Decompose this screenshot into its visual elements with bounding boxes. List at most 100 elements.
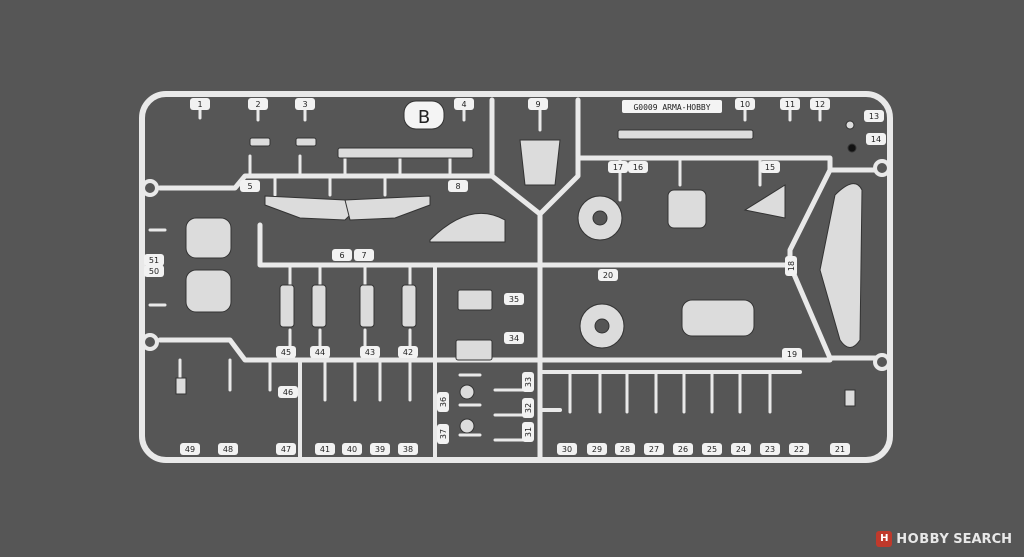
- part-number: 2: [255, 100, 260, 109]
- watermark-brand-b: SEARCH: [953, 531, 1012, 547]
- part-number-tag: 14: [866, 133, 886, 145]
- part-number: 10: [740, 100, 750, 109]
- part-number: 20: [603, 271, 613, 280]
- part-number-tag: 26: [673, 443, 693, 455]
- part-number-tag: 5: [240, 180, 260, 192]
- part-number: 5: [247, 182, 252, 191]
- part-number-tag: 41: [315, 443, 335, 455]
- part-number-tag: 24: [731, 443, 751, 455]
- part-number-tag: 39: [370, 443, 390, 455]
- part-number-tag: 4: [454, 98, 474, 110]
- part-number-tag: 46: [278, 386, 298, 398]
- part-number-tag: 16: [628, 161, 648, 173]
- part-number: 44: [315, 348, 325, 357]
- part-number: 35: [509, 295, 519, 304]
- part-number: 9: [535, 100, 540, 109]
- part-number-tag: 10: [735, 98, 755, 110]
- part-number: 17: [613, 163, 623, 172]
- part-number: 28: [620, 445, 630, 454]
- runner-top: [157, 97, 495, 191]
- part-number: 12: [815, 100, 825, 109]
- part-number: 49: [185, 445, 195, 454]
- part-number: 33: [524, 377, 533, 387]
- part-number-tag: 17: [608, 161, 628, 173]
- part-number-tag: 43: [360, 346, 380, 358]
- part-number: 50: [149, 267, 159, 276]
- part-number-tag: 23: [760, 443, 780, 455]
- part-number-tag: 45: [276, 346, 296, 358]
- part-number-tag: 51: [144, 254, 164, 266]
- part-number-tag: 32: [522, 398, 534, 418]
- part-number-tag: 8: [448, 180, 468, 192]
- part-number: 41: [320, 445, 330, 454]
- part-number-tag: 28: [615, 443, 635, 455]
- part-number: 26: [678, 445, 688, 454]
- part-number: 38: [403, 445, 413, 454]
- part-number-tag: 34: [504, 332, 524, 344]
- part-number: 27: [649, 445, 659, 454]
- part-number-tag: 44: [310, 346, 330, 358]
- part-number: 16: [633, 163, 643, 172]
- part-number: 15: [765, 163, 775, 172]
- part-number: 25: [707, 445, 717, 454]
- part-number: 46: [283, 388, 293, 397]
- part-number-tag: 35: [504, 293, 524, 305]
- part-number-tag: 21: [830, 443, 850, 455]
- part-number: 4: [461, 100, 466, 109]
- part-number-tag: 12: [810, 98, 830, 110]
- part-number: 37: [439, 429, 448, 439]
- watermark-brand-a: HOBBY: [896, 531, 950, 547]
- part-18-stabilizer: [819, 183, 863, 348]
- part-number-tag: 2: [248, 98, 268, 110]
- part-number-tag: 47: [276, 443, 296, 455]
- part-number-tag: 3: [295, 98, 315, 110]
- part-number-tag: 19: [782, 348, 802, 360]
- part-number-tag: 6: [332, 249, 352, 261]
- part-number: 11: [785, 100, 795, 109]
- part-number: 48: [223, 445, 233, 454]
- part-number-tag: 37: [437, 424, 449, 444]
- part-number: 47: [281, 445, 291, 454]
- part-number-tag: 29: [587, 443, 607, 455]
- part-number: 42: [403, 348, 413, 357]
- part-number: 24: [736, 445, 746, 454]
- sprue-letter-badge: [403, 100, 445, 130]
- part-number: 22: [794, 445, 804, 454]
- part-number-tag: 49: [180, 443, 200, 455]
- part-number-tag: 1: [190, 98, 210, 110]
- part-number-tag: 13: [864, 110, 884, 122]
- part-number-tag: 48: [218, 443, 238, 455]
- part-number: 36: [439, 397, 448, 407]
- part-number: 30: [562, 445, 572, 454]
- sprue-letter: B: [418, 107, 430, 128]
- part-number-tag: 22: [789, 443, 809, 455]
- hobbysearch-logo-icon: H: [876, 531, 893, 547]
- part-number-tag: 15: [760, 161, 780, 173]
- part-number: 39: [375, 445, 385, 454]
- part-number: 21: [835, 445, 845, 454]
- part-number: 1: [197, 100, 202, 109]
- part-number: 19: [787, 350, 797, 359]
- part-number-tag: 31: [522, 422, 534, 442]
- part-number-tag: 27: [644, 443, 664, 455]
- part-number: 7: [361, 251, 366, 260]
- part-5-8-wing-pair: [264, 195, 356, 221]
- part-number-tag: 9: [528, 98, 548, 110]
- part-number-tag: 18: [785, 256, 797, 276]
- part-number-tag: 25: [702, 443, 722, 455]
- part-number-tag: 33: [522, 372, 534, 392]
- part-number: 40: [347, 445, 357, 454]
- part-number: 18: [787, 261, 796, 271]
- part-number: 8: [455, 182, 460, 191]
- sprue-frame: [139, 91, 893, 463]
- part-number: 29: [592, 445, 602, 454]
- part-number-tag: 7: [354, 249, 374, 261]
- part-number: 51: [149, 256, 159, 265]
- part-number: 6: [339, 251, 344, 260]
- part-number: 34: [509, 334, 519, 343]
- watermark: H HOBBY SEARCH: [876, 531, 1012, 547]
- part-number-tag: 42: [398, 346, 418, 358]
- part-number: 13: [869, 112, 879, 121]
- part-number: 43: [365, 348, 375, 357]
